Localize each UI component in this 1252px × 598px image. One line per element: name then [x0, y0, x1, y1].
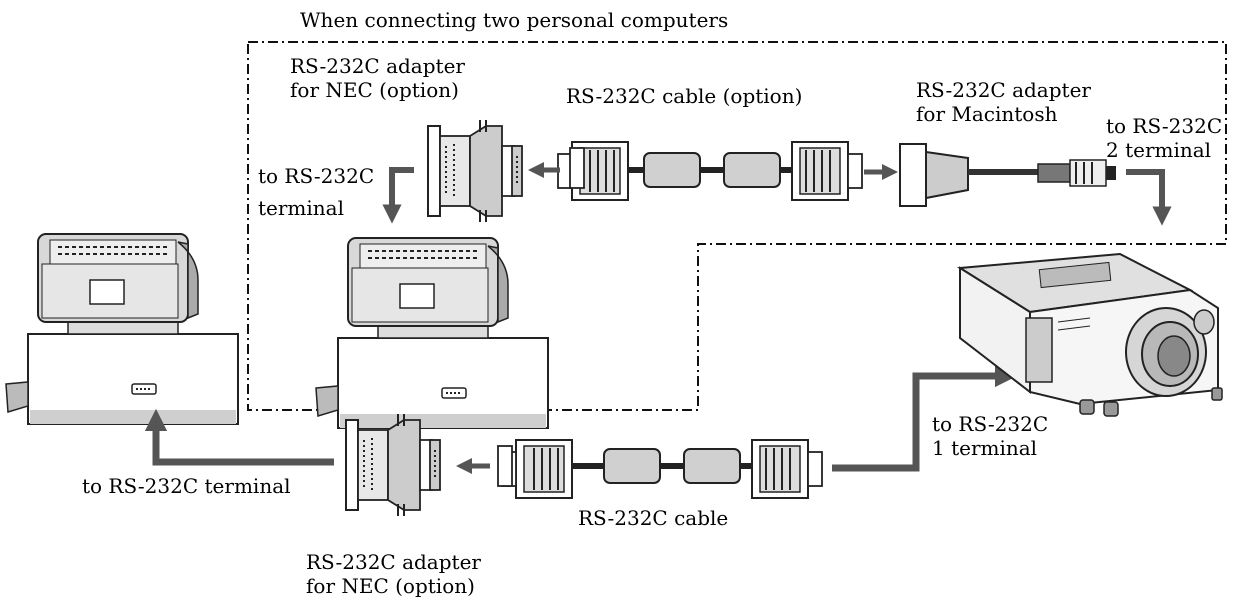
- label-adapter-nec-top-line2: for NEC (option): [290, 78, 459, 102]
- label-to-terminal-1-line1: to RS-232C: [932, 412, 1049, 436]
- label-adapter-mac-line2: for Macintosh: [916, 102, 1058, 126]
- label-cable-option: RS-232C cable (option): [566, 84, 803, 108]
- label-adapter-mac-line1: RS-232C adapter: [916, 78, 1091, 102]
- label-to-terminal-left-pc: to RS-232C terminal: [82, 474, 291, 498]
- label-adapter-nec-bottom-line1: RS-232C adapter: [306, 550, 481, 574]
- label-to-terminal-top-pc-line1: to RS-232C: [258, 164, 375, 188]
- group-title: When connecting two personal computers: [300, 8, 729, 32]
- label-to-terminal-top-pc-line2: terminal: [258, 196, 344, 220]
- label-to-terminal-2-line1: to RS-232C: [1106, 114, 1223, 138]
- label-adapter-nec-top-line1: RS-232C adapter: [290, 54, 465, 78]
- label-to-terminal-1-line2: 1 terminal: [932, 436, 1038, 460]
- label-cable: RS-232C cable: [578, 506, 729, 530]
- label-to-terminal-2-line2: 2 terminal: [1106, 138, 1212, 162]
- label-adapter-nec-bottom-line2: for NEC (option): [306, 574, 475, 598]
